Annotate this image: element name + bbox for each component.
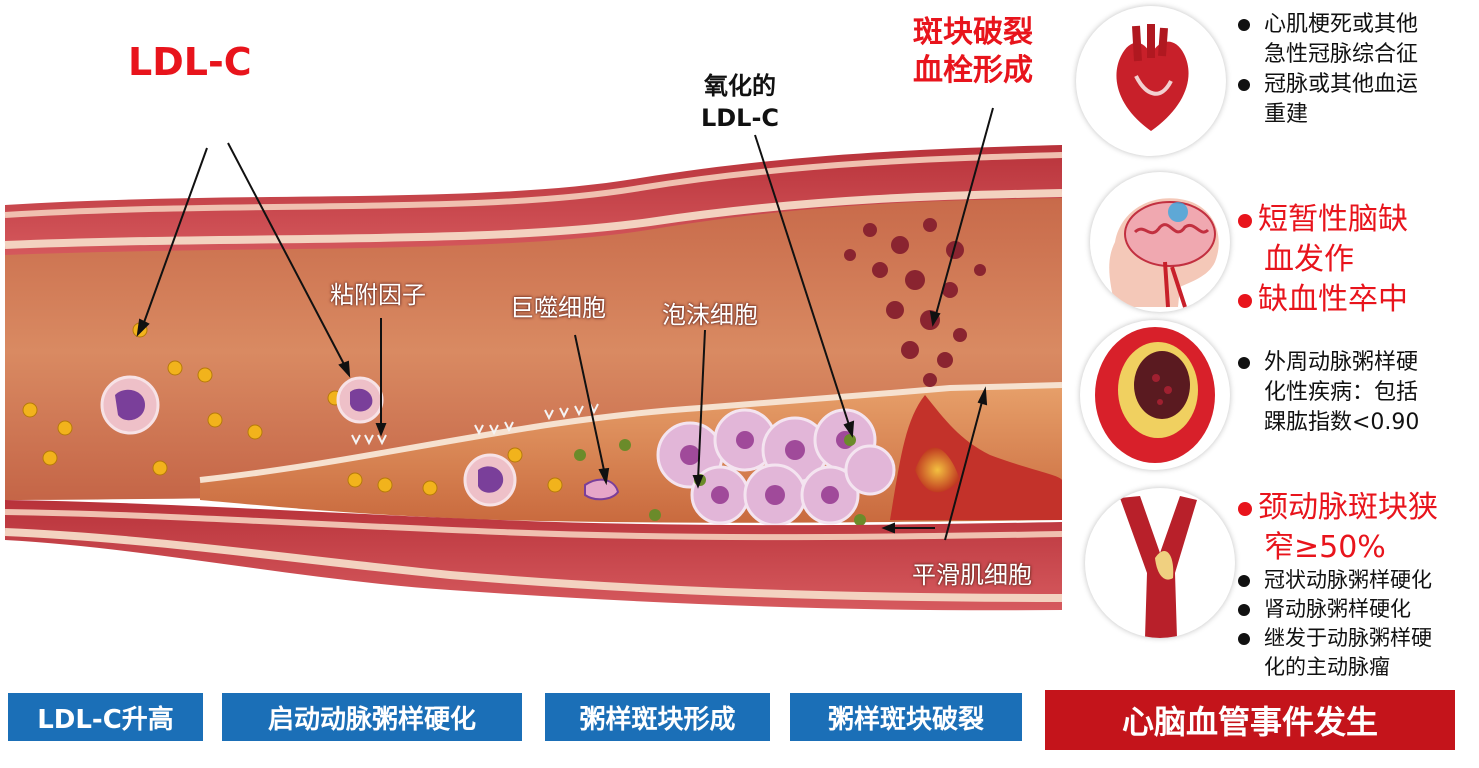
oxidized-ldlc-line1: 氧化的 — [704, 72, 776, 100]
heart-outcome-line: 急性冠脉综合征 — [1264, 42, 1419, 67]
stage-plaque-rupture: 粥样斑块破裂 — [790, 693, 1022, 741]
stage-plaque-formation: 粥样斑块形成 — [545, 693, 770, 741]
peripheral-outcomes: 外周动脉粥样硬 化性疾病：包括 踝肱指数<0.90 — [1238, 348, 1419, 438]
smooth-muscle-cell-label: 平滑肌细胞 — [912, 561, 1032, 589]
rupture-line2: 血栓形成 — [913, 53, 1033, 88]
bullet-icon — [1238, 213, 1252, 228]
bullet-icon — [1238, 633, 1250, 645]
heart-outcome-line: 冠脉或其他血运 — [1264, 72, 1419, 97]
bullet-icon — [1238, 357, 1250, 369]
artery-cross-section-illustration — [1080, 320, 1230, 470]
brain-outcome-line: 缺血性卒中 — [1258, 282, 1408, 317]
heart-illustration — [1076, 6, 1226, 156]
macrophage-label: 巨噬细胞 — [510, 294, 606, 322]
rupture-line1: 斑块破裂 — [913, 15, 1033, 50]
bullet-icon — [1238, 19, 1250, 31]
stage-atherosclerosis-initiation: 启动动脉粥样硬化 — [222, 693, 522, 741]
bullet-icon — [1238, 293, 1252, 308]
peripheral-outcome-line: 化性疾病：包括 — [1264, 380, 1419, 405]
brain-outcome-line: 血发作 — [1264, 242, 1354, 277]
other-outcome-line: 肾动脉粥样硬化 — [1264, 597, 1411, 621]
other-outcome-line: 冠状动脉粥样硬化 — [1264, 568, 1432, 592]
artery-illustration — [4, 107, 1063, 611]
bullet-icon — [1238, 604, 1250, 616]
oxidized-ldlc-label: 氧化的 LDL-C — [680, 70, 800, 134]
bullet-icon — [1238, 575, 1250, 587]
carotid-outcome-line: 颈动脉斑块狭 — [1258, 490, 1438, 525]
brain-illustration — [1090, 172, 1230, 312]
brain-outcomes: 短暂性脑缺 血发作 缺血性卒中 — [1238, 200, 1408, 320]
other-outcome-line: 化的主动脉瘤 — [1264, 655, 1390, 679]
bullet-icon — [1238, 501, 1252, 516]
carotid-stenosis-outcome: 颈动脉斑块狭 窄≥50% — [1238, 488, 1438, 568]
carotid-bifurcation-illustration — [1085, 488, 1235, 638]
stage-ldlc-elevated: LDL-C升高 — [8, 693, 203, 741]
foam-cell-label: 泡沫细胞 — [662, 301, 758, 329]
peripheral-outcome-line: 外周动脉粥样硬 — [1264, 350, 1419, 375]
rupture-thrombosis-label: 斑块破裂 血栓形成 — [898, 14, 1048, 90]
other-outcome-line: 继发于动脉粥样硬 — [1264, 626, 1432, 650]
brain-outcome-line: 短暂性脑缺 — [1258, 202, 1408, 237]
stage-cardiovascular-events: 心脑血管事件发生 — [1045, 690, 1455, 750]
ldlc-label: LDL-C — [128, 40, 252, 84]
heart-outcome-line: 心肌梗死或其他 — [1264, 12, 1419, 37]
heart-outcome-line: 重建 — [1264, 102, 1309, 127]
adhesion-factor-label: 粘附因子 — [330, 281, 426, 309]
bullet-icon — [1238, 79, 1250, 91]
other-atherosclerosis-outcomes: 冠状动脉粥样硬化 肾动脉粥样硬化 继发于动脉粥样硬 化的主动脉瘤 — [1238, 566, 1432, 682]
heart-outcomes: 心肌梗死或其他 急性冠脉综合征 冠脉或其他血运 重建 — [1238, 10, 1418, 130]
peripheral-outcome-line: 踝肱指数<0.90 — [1264, 410, 1420, 435]
oxidized-ldlc-line2: LDL-C — [700, 104, 780, 132]
carotid-outcome-line: 窄≥50% — [1264, 530, 1386, 565]
